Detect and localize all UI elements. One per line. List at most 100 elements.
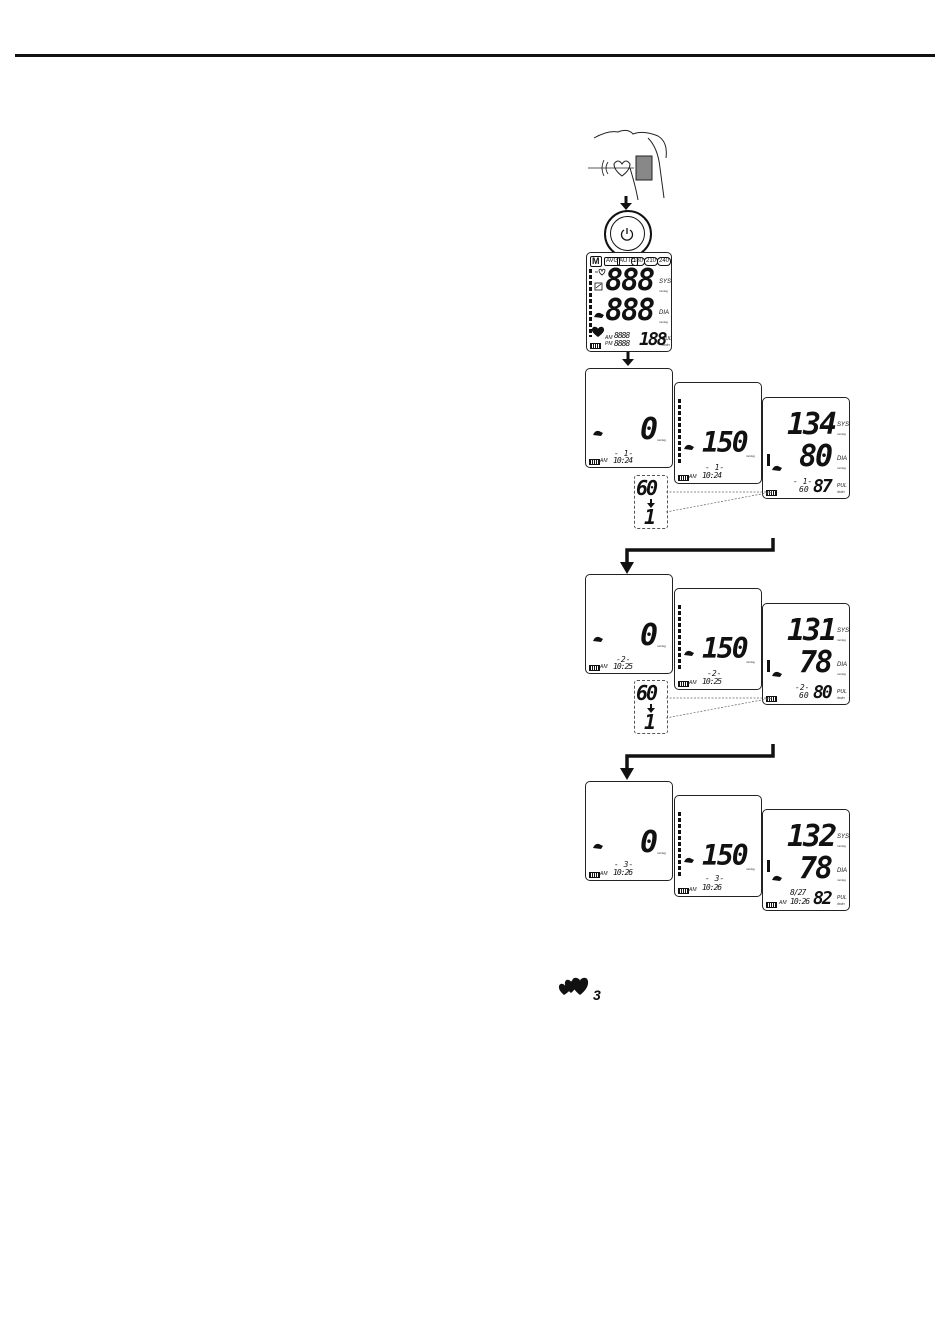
- pulse-value: 87: [813, 476, 833, 497]
- arrow-down-icon: [647, 499, 655, 508]
- time: 10:24: [702, 471, 722, 480]
- round3-screen-a: 0 mmHg - 3- AM 10:26: [585, 781, 673, 881]
- ampm: AM: [600, 664, 608, 670]
- cuff-arm-icon: [772, 875, 782, 881]
- arm-cuff-illustration: [588, 129, 667, 201]
- counter: -2-: [707, 669, 722, 678]
- counter: -2-: [795, 683, 810, 692]
- time: 10:24: [613, 456, 633, 465]
- cuff-arm-icon: [593, 636, 603, 642]
- header-rule: [15, 54, 935, 57]
- ampm: AM: [689, 887, 697, 893]
- ampm: AM: [600, 458, 608, 464]
- round3-screen-b: 150 mmHg - 3- AM 10:26: [674, 795, 762, 897]
- triple-heart-legend: 3: [558, 975, 608, 1005]
- round3-screen-c: 132 SYS mmHg 78 DIA mmHg 8/27 AM 10:26 8…: [762, 809, 850, 911]
- battery-icon: [589, 665, 600, 671]
- date: 8/27: [790, 888, 806, 897]
- battery-icon: [678, 475, 689, 481]
- time: 10:25: [702, 677, 722, 686]
- triple-heart-subscript: 3: [593, 987, 601, 1003]
- countdown-from: 60: [636, 681, 658, 705]
- battery-icon: [590, 343, 601, 349]
- time: 10:26: [790, 897, 810, 906]
- countdown-to: 1: [644, 710, 656, 734]
- countdown-from: 60: [636, 476, 658, 500]
- sys-label: SYS: [837, 834, 850, 840]
- indicator-bar: [767, 454, 770, 466]
- ampm: AM: [600, 871, 608, 877]
- counter: - 3-: [705, 874, 725, 883]
- time-bottom: 8888: [614, 339, 630, 348]
- pul-label: PUL: [662, 336, 672, 342]
- time: 10:26: [613, 868, 633, 877]
- unit-label: mmHg: [746, 660, 755, 664]
- cuff-arm-icon: [684, 857, 694, 863]
- battery-icon: [766, 902, 777, 908]
- time: 10:26: [702, 883, 722, 892]
- pressure-value: 150: [702, 426, 749, 459]
- pul-label: PUL: [837, 483, 847, 489]
- pul-label: PUL: [837, 895, 847, 901]
- sys-label: SYS: [659, 279, 672, 285]
- unit-label-2: mmHg: [837, 878, 846, 882]
- loop-arrow: [620, 538, 775, 574]
- unit-label: mmHg: [746, 867, 755, 871]
- round1-screen-b: 150 mmHg - 1- AM 10:24: [674, 382, 762, 484]
- pul-unit: /min: [837, 901, 845, 906]
- counter: -2-: [616, 655, 631, 664]
- pul-label: PUL: [837, 689, 847, 695]
- pressure-bar: [678, 812, 681, 878]
- sys-label: SYS: [837, 422, 850, 428]
- heart-icon: [591, 326, 605, 337]
- unit-label: mmHg: [657, 644, 666, 648]
- cuff-arm-icon: [594, 312, 604, 318]
- battery-icon: [589, 872, 600, 878]
- dia-value: 78: [799, 851, 833, 886]
- round1-screen-c: 134 SYS mmHg 80 DIA mmHg - 1- 60 87 PUL …: [762, 397, 850, 499]
- cuff-arm-icon: [593, 430, 603, 436]
- mode-auto: AUTO: [617, 257, 638, 266]
- round2-screen-c: 131 SYS mmHg 78 DIA mmHg -2- 60 80 PUL /…: [762, 603, 850, 705]
- unit-label-2: mmHg: [837, 672, 846, 676]
- sys-value: 131: [787, 613, 837, 648]
- unit-label: mmHg: [837, 432, 846, 436]
- ampm: AM: [689, 680, 697, 686]
- pressure-value: 0: [640, 618, 658, 653]
- pressure-value: 0: [640, 825, 658, 860]
- dia-label: DIA: [659, 310, 670, 316]
- dia-value: 80: [799, 439, 833, 474]
- cuff-arm-icon: [772, 671, 782, 677]
- heart-wave-icon: [595, 268, 606, 276]
- cuff-arm-icon: [684, 444, 694, 450]
- counter: - 1-: [614, 449, 634, 458]
- counter: - 1-: [793, 477, 813, 486]
- mode-avg: AVG: [604, 257, 621, 266]
- pressure-bar: [678, 605, 681, 671]
- round1-screen-a: 0 mmHg - 1- AM 10:24: [585, 368, 673, 468]
- round2-screen-a: 0 mmHg -2- AM 10:25: [585, 574, 673, 674]
- round2-screen-b: 150 mmHg -2- AM 10:25: [674, 588, 762, 690]
- countdown: 60: [799, 691, 809, 700]
- unit-label-2: mmHg: [659, 320, 668, 324]
- dia-label: DIA: [837, 868, 848, 874]
- ampm: AM: [779, 900, 787, 906]
- loop-arrow: [620, 744, 775, 780]
- pulse-value: 188: [639, 329, 667, 350]
- dia-value: 888: [605, 293, 655, 328]
- time: 10:25: [613, 662, 633, 671]
- pul-unit: /min: [837, 489, 845, 494]
- arrow-down-icon: [620, 196, 632, 210]
- sys-value: 134: [787, 407, 837, 442]
- countdown-to: 1: [644, 505, 656, 529]
- sys-value: 132: [787, 819, 837, 854]
- battery-icon: [678, 681, 689, 687]
- pulse-value: 80: [813, 682, 833, 703]
- cuff-arm-icon: [593, 843, 603, 849]
- pressure-value: 0: [640, 412, 658, 447]
- unit-label: mmHg: [657, 851, 666, 855]
- dia-label: DIA: [837, 456, 848, 462]
- indicator-bar: [767, 860, 770, 872]
- round2-countdown-box: 60 1: [634, 680, 668, 734]
- power-button[interactable]: [604, 210, 652, 258]
